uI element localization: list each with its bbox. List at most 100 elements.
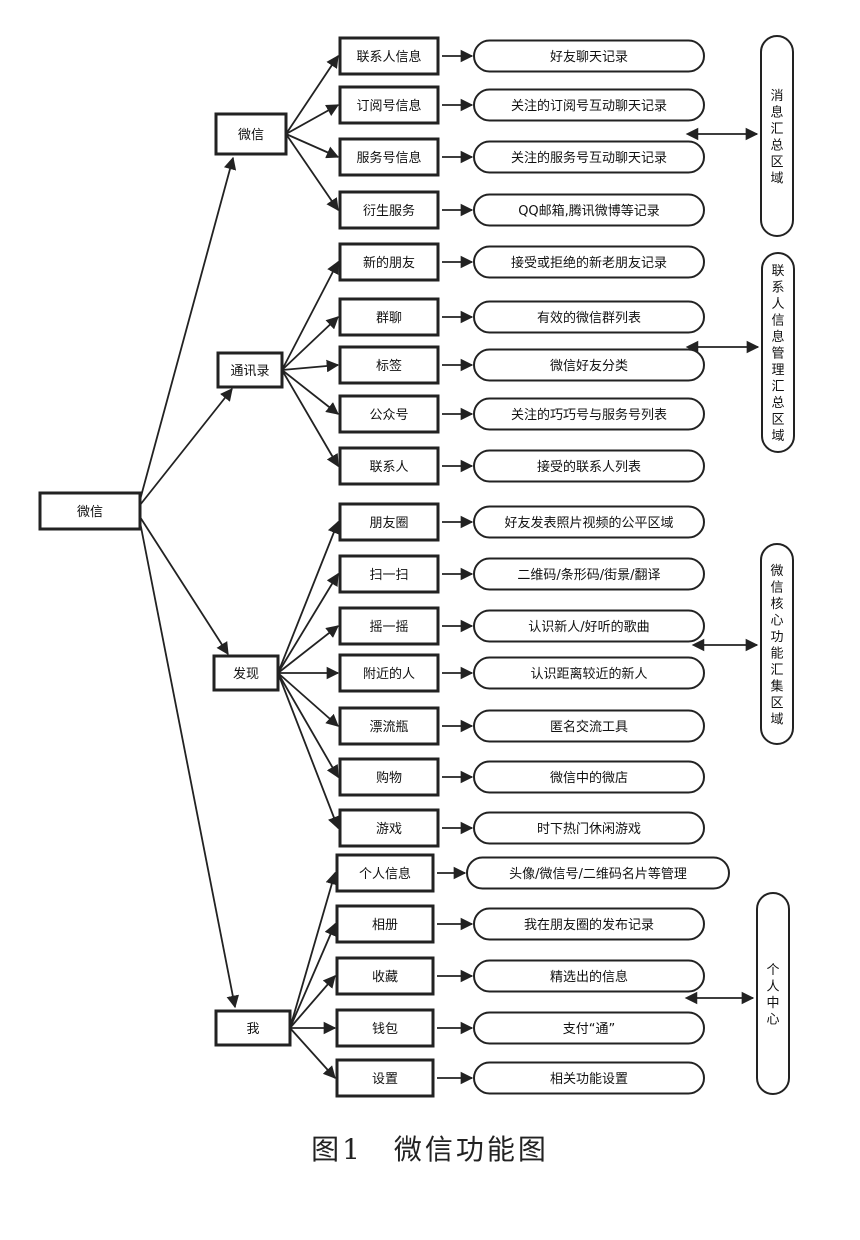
category-node-0: 微信 (214, 112, 288, 156)
region-node-0: 消息汇总区域 (760, 35, 794, 237)
description-pill-3-4-label: 相关功能设置 (550, 1072, 628, 1087)
description-pill-3-3-label: 支付“通” (563, 1022, 615, 1037)
description-pill-1-4: 接受的联系人列表 (473, 449, 705, 483)
feature-node-2-4-label: 漂流瓶 (369, 719, 408, 735)
edge-cat2-item0 (277, 520, 340, 674)
edge-cat1-item4 (281, 369, 339, 468)
description-pill-0-0: 好友聊天记录 (473, 39, 705, 73)
category-node-3: 我 (214, 1009, 292, 1047)
description-pill-1-4-label: 接受的联系人列表 (537, 459, 641, 475)
description-pill-0-1: 关注的订阅号互动聊天记录 (473, 88, 705, 122)
feature-node-0-0: 联系人信息 (338, 36, 440, 76)
edge-cat3-item0 (289, 871, 338, 1029)
edge-cat3-item2 (289, 975, 336, 1029)
edge-cat0-item3 (285, 133, 339, 212)
region-node-0-label: 消息汇总区域 (770, 89, 783, 187)
description-pill-1-2: 微信好友分类 (473, 348, 705, 382)
description-pill-2-6-label: 时下热门休闲游戏 (537, 822, 641, 837)
feature-node-1-3-label: 公众号 (369, 408, 408, 423)
edge-root-to-3 (139, 521, 240, 1009)
feature-node-0-1-label: 订阅号信息 (356, 98, 421, 114)
description-pill-0-2: 关注的服务号互动聊天记录 (473, 140, 705, 174)
category-node-1-label: 通讯录 (230, 364, 269, 379)
description-pill-2-0-label: 好友发表照片视频的公平区域 (504, 515, 673, 531)
feature-node-3-2-label: 收藏 (372, 970, 398, 985)
feature-node-2-6-label: 游戏 (376, 822, 402, 837)
description-pill-2-1: 二维码/条形码/街景/翻译 (473, 557, 705, 591)
feature-node-2-3-label: 附近的人 (363, 666, 415, 682)
feature-node-3-4-label: 设置 (372, 1072, 398, 1087)
root-node-label: 微信 (77, 505, 103, 520)
description-pill-2-2: 认识新人/好听的歌曲 (473, 609, 705, 643)
region-node-1-label: 联系人信息管理汇总区域 (771, 264, 784, 444)
feature-node-1-0: 新的朋友 (338, 242, 440, 282)
edge-cat0-item2 (285, 133, 340, 159)
description-pill-3-3: 支付“通” (473, 1011, 705, 1045)
description-pill-3-0-label: 头像/微信号/二维码名片等管理 (509, 866, 687, 882)
description-pill-1-2-label: 微信好友分类 (550, 358, 628, 374)
description-pill-3-2-label: 精选出的信息 (550, 969, 628, 985)
feature-node-1-3: 公众号 (338, 394, 440, 434)
edge-cat3-item1 (289, 922, 337, 1029)
description-pill-3-0: 头像/微信号/二维码名片等管理 (466, 856, 730, 890)
region-node-3-label: 个人中心 (766, 963, 779, 1028)
feature-node-2-0: 朋友圈 (338, 502, 440, 542)
edge-cat1-item2 (281, 359, 340, 373)
description-pill-2-2-label: 认识新人/好听的歌曲 (528, 619, 649, 635)
description-pill-0-3-label: QQ邮箱,腾讯微博等记录 (518, 203, 660, 219)
feature-node-2-1-label: 扫一扫 (369, 568, 408, 583)
description-pill-2-3: 认识距离较近的新人 (473, 656, 705, 690)
description-pill-1-1-label: 有效的微信群列表 (537, 310, 641, 326)
feature-node-0-0-label: 联系人信息 (356, 49, 421, 65)
feature-node-2-2: 摇一摇 (338, 606, 440, 646)
feature-node-3-2: 收藏 (335, 956, 435, 996)
feature-node-3-0: 个人信息 (335, 853, 435, 893)
description-pill-2-0: 好友发表照片视频的公平区域 (473, 505, 705, 539)
region-node-1: 联系人信息管理汇总区域 (761, 252, 795, 453)
feature-node-0-3: 衍生服务 (338, 190, 440, 230)
description-pill-3-1: 我在朋友圈的发布记录 (473, 907, 705, 941)
feature-node-2-1: 扫一扫 (338, 554, 440, 594)
edge-cat2-item5 (277, 672, 339, 779)
edge-root-to-2 (139, 516, 229, 656)
feature-node-3-1-label: 相册 (372, 918, 398, 933)
feature-node-0-2-label: 服务号信息 (356, 150, 421, 166)
edge-cat2-item6 (277, 672, 340, 830)
feature-node-0-2: 服务号信息 (338, 137, 440, 177)
edge-cat3-item4 (289, 1027, 336, 1079)
description-pill-0-0-label: 好友聊天记录 (550, 49, 628, 65)
description-pill-1-0: 接受或拒绝的新老朋友记录 (473, 245, 705, 279)
feature-node-3-3: 钱包 (335, 1008, 435, 1048)
description-pill-0-3: QQ邮箱,腾讯微博等记录 (473, 193, 705, 227)
description-pill-0-2-label: 关注的服务号互动聊天记录 (511, 150, 667, 166)
feature-node-2-0-label: 朋友圈 (369, 515, 408, 531)
feature-node-2-3: 附近的人 (338, 653, 440, 693)
description-pill-2-4: 匿名交流工具 (473, 709, 705, 743)
feature-node-1-2-label: 标签 (376, 358, 402, 374)
feature-node-2-4: 漂流瓶 (338, 706, 440, 746)
description-pill-3-4: 相关功能设置 (473, 1061, 705, 1095)
feature-node-2-5-label: 购物 (376, 770, 402, 786)
category-node-1: 通讯录 (216, 351, 284, 389)
edge-cat2-item2 (277, 625, 339, 674)
feature-node-2-6: 游戏 (338, 808, 440, 848)
feature-node-3-0-label: 个人信息 (359, 866, 411, 882)
feature-node-1-1-label: 群聊 (376, 311, 402, 326)
description-pill-3-2: 精选出的信息 (473, 959, 705, 993)
region-node-2: 微信核心功能汇集区域 (760, 543, 794, 745)
description-pill-2-4-label: 匿名交流工具 (550, 719, 628, 735)
category-node-2-label: 发现 (233, 666, 259, 682)
description-pill-1-3: 关注的巧巧号与服务号列表 (473, 397, 705, 431)
feature-node-3-3-label: 钱包 (372, 1022, 398, 1037)
description-pill-3-1-label: 我在朋友圈的发布记录 (524, 917, 654, 933)
feature-node-0-1: 订阅号信息 (338, 85, 440, 125)
description-pill-1-1: 有效的微信群列表 (473, 300, 705, 334)
region-node-3: 个人中心 (756, 892, 790, 1095)
feature-node-1-1: 群聊 (338, 297, 440, 337)
description-pill-2-3-label: 认识距离较近的新人 (530, 666, 647, 682)
root-node: 微信 (38, 491, 142, 531)
edge-root-to-0 (139, 156, 237, 501)
feature-node-1-0-label: 新的朋友 (363, 255, 415, 271)
description-pill-2-5: 微信中的微店 (473, 760, 705, 794)
description-pill-0-1-label: 关注的订阅号互动聊天记录 (511, 98, 667, 114)
